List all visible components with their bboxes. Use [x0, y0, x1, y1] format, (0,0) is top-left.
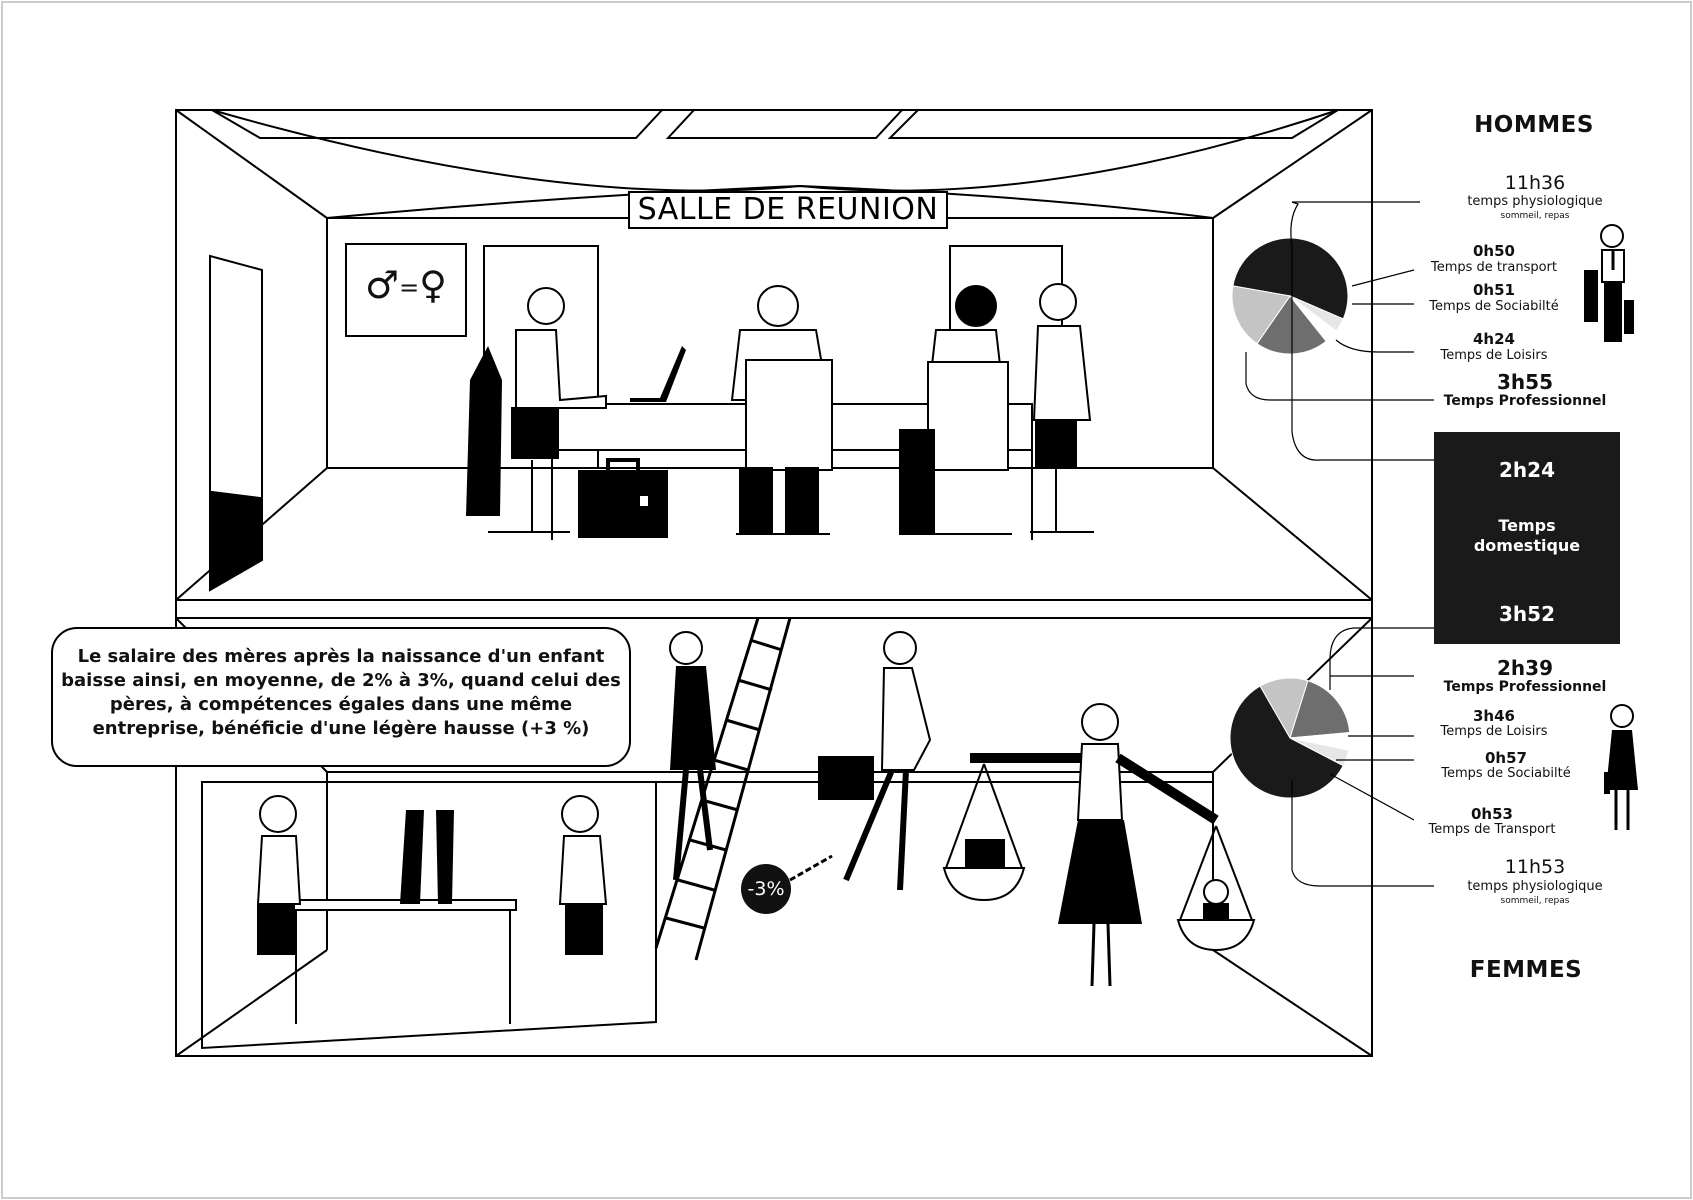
- domestique-hommes-value: 2h24: [1499, 458, 1555, 482]
- hommes-pro-label: Temps Professionnel: [1443, 393, 1607, 409]
- baby-icon: [1203, 879, 1229, 905]
- female-symbol: ♀: [419, 263, 448, 307]
- chain-icon: [789, 854, 833, 882]
- hommes-transport-value: 0h50: [1473, 242, 1515, 260]
- scale-pan-baby: [1176, 825, 1256, 952]
- femmes-title: FEMMES: [1469, 957, 1583, 983]
- scale-pan-career: [942, 763, 1026, 902]
- man-4-figure: [1030, 283, 1094, 533]
- lower-scene: [256, 617, 1256, 1024]
- speech-bubble: [51, 627, 631, 767]
- climbing-woman-figure: [669, 631, 716, 881]
- hommes-pro-value: 3h55: [1497, 370, 1553, 394]
- pie-slice-temps-professionnel: [1231, 285, 1291, 345]
- pregnant-woman-figure: [818, 631, 932, 891]
- building-outline: [175, 109, 1373, 1057]
- monitor-icon: [400, 810, 424, 904]
- laptop-icon: [630, 346, 686, 402]
- femmes-physio-value: 11h53: [1504, 856, 1566, 878]
- ceiling-panel-left: [208, 109, 665, 139]
- man-3-figure: [899, 285, 1012, 535]
- femmes-loisirs-value: 3h46: [1473, 707, 1515, 725]
- woman-standing-figure: [1604, 704, 1638, 830]
- operator-left-figure: [256, 795, 302, 955]
- call-center-room: [201, 781, 657, 1050]
- femmes-pro-value: 2h39: [1497, 656, 1553, 680]
- femmes-loisirs-label: Temps de Loisirs: [1440, 724, 1548, 739]
- femmes-sociabilite-label: Temps de Sociabilté: [1441, 766, 1571, 781]
- male-symbol: ♂: [364, 263, 400, 307]
- hommes-transport-label: Temps de transport: [1430, 260, 1557, 275]
- hommes-sociabilite-label: Temps de Sociabilté: [1429, 299, 1559, 314]
- hommes-sociabilite-value: 0h51: [1473, 281, 1515, 299]
- penalty-ball: -3%: [741, 864, 791, 914]
- folder-icon: [818, 756, 874, 800]
- room-sign: SALLE DE REUNION: [628, 191, 948, 229]
- domestique-femmes-value: 3h52: [1499, 602, 1555, 626]
- hommes-loisirs-value: 4h24: [1473, 330, 1515, 348]
- operator-right-figure: [558, 795, 608, 955]
- pie-slice-temps-physiologique: [1232, 237, 1349, 320]
- hommes-title: HOMMES: [1474, 112, 1594, 138]
- equality-poster: [345, 243, 467, 337]
- man-standing-figure: [1584, 224, 1634, 342]
- leader-lines: [1245, 201, 1434, 887]
- coat-icon: [466, 346, 502, 516]
- pie-slice-temps-physiologique: [1229, 685, 1344, 799]
- ceiling-panel-right: [887, 109, 1342, 139]
- domestic-time-box: 2h24 Temps domestique 3h52: [1434, 432, 1620, 644]
- pie-chart-femmes: [1229, 677, 1351, 799]
- bubble-text: Le salaire des mères après la naissance …: [61, 646, 621, 739]
- domestique-label: Temps domestique: [1473, 516, 1581, 555]
- man-1-figure: [488, 287, 607, 533]
- meeting-scene: [466, 283, 1094, 540]
- monitor-icon: [436, 810, 454, 904]
- femmes-transport-value: 0h53: [1471, 805, 1513, 823]
- ladder-icon: [654, 617, 792, 961]
- femmes-physio-label: temps physiologique: [1467, 879, 1603, 894]
- briefcase-icon: [965, 839, 1005, 867]
- femmes-transport-label: Temps de Transport: [1428, 822, 1556, 837]
- balance-woman-figure: [970, 703, 1219, 987]
- equals-symbol: =: [399, 273, 420, 302]
- hommes-physio-value: 11h36: [1504, 172, 1566, 194]
- hommes-loisirs-label: Temps de Loisirs: [1440, 348, 1548, 363]
- hommes-physio-sub: sommeil, repas: [1500, 211, 1570, 221]
- pie-chart-hommes: [1231, 237, 1349, 355]
- man-2-figure: [730, 285, 833, 535]
- femmes-pro-label: Temps Professionnel: [1443, 679, 1607, 695]
- hommes-physio-label: temps physiologique: [1467, 194, 1603, 209]
- building: [175, 109, 1373, 1057]
- door: [209, 254, 263, 592]
- femmes-physio-sub: sommeil, repas: [1500, 896, 1570, 906]
- ceiling-panel-center: [665, 109, 905, 139]
- briefcase-icon: [578, 470, 668, 538]
- equality-sign: ♂=♀: [350, 262, 462, 311]
- pie-slice-temps-de-loisirs: [1289, 680, 1351, 739]
- femmes-sociabilite-value: 0h57: [1485, 749, 1527, 767]
